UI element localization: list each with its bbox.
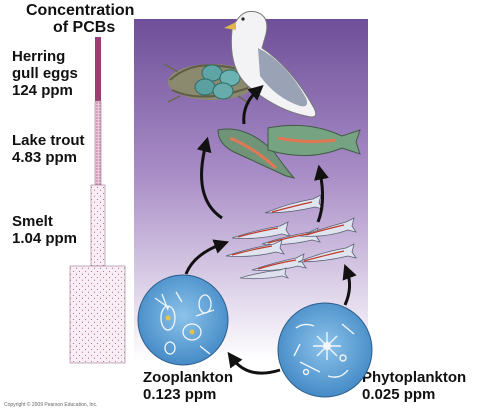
zooplankton-circle [138, 275, 228, 365]
bar-segment-herring-gull-eggs [95, 101, 101, 185]
bar-segment-smelt [70, 266, 125, 363]
phytoplankton-circle [278, 303, 372, 397]
bar-segment-top-stem [95, 37, 101, 101]
bar-segment-lake-trout [91, 185, 105, 266]
concentration-bar [70, 37, 125, 363]
